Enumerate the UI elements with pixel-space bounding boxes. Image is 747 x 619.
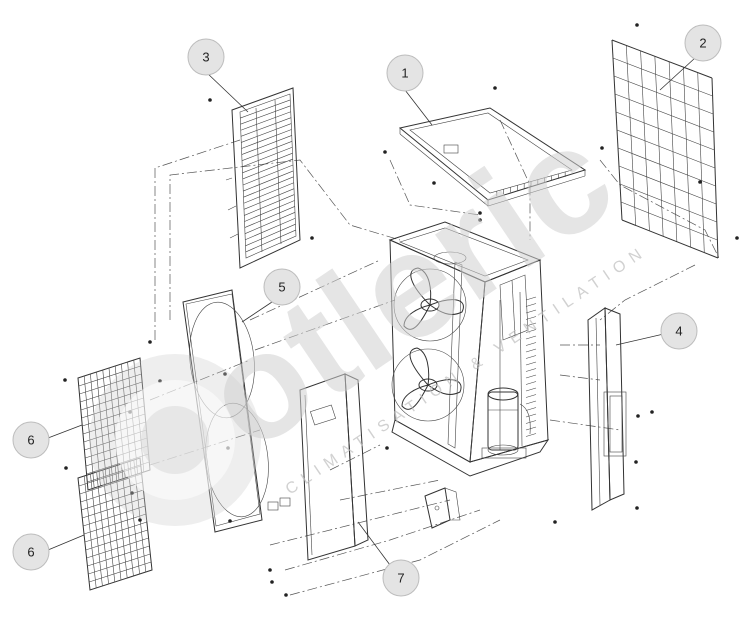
service-side-panel [587, 307, 627, 511]
screw [228, 519, 232, 523]
callout-4: 4 [660, 312, 698, 350]
screw [284, 593, 288, 597]
callout-7: 7 [382, 559, 420, 597]
callout-2: 2 [684, 24, 722, 62]
screw [130, 491, 134, 495]
screw [138, 518, 142, 522]
screw [635, 23, 639, 27]
screw [268, 568, 272, 572]
screw [383, 150, 387, 154]
screw [64, 466, 68, 470]
callout-label: 6 [27, 545, 34, 560]
screw [600, 146, 604, 150]
screw [553, 520, 557, 524]
screw [478, 218, 482, 222]
screw [148, 340, 152, 344]
screw [634, 460, 638, 464]
side-grille-panel [225, 87, 301, 269]
callout-1: 1 [386, 54, 424, 92]
leader-lines [47, 57, 696, 566]
callout-6-lower: 6 [12, 533, 50, 571]
screw [650, 410, 654, 414]
callout-label: 6 [27, 433, 34, 448]
screw [432, 181, 436, 185]
screw [63, 378, 67, 382]
screw [493, 86, 497, 90]
callout-label: 4 [675, 324, 682, 339]
callout-6-upper: 6 [12, 421, 50, 459]
screw [698, 180, 702, 184]
front-closing-panel [299, 373, 369, 561]
callout-5: 5 [263, 268, 301, 306]
callout-label: 2 [699, 36, 706, 51]
screw [310, 236, 314, 240]
wire-mesh-guard [611, 39, 719, 259]
screw [223, 372, 227, 376]
callout-label: 1 [401, 66, 408, 81]
compressor [481, 387, 531, 459]
screw [636, 414, 640, 418]
callout-label: 5 [278, 280, 285, 295]
callout-label: 7 [397, 571, 404, 586]
mounting-bracket [424, 487, 461, 529]
screw [270, 580, 274, 584]
small-clip [267, 497, 291, 511]
watermark: otleric CLIMATISATION & VENTILATION [89, 91, 651, 526]
screw [635, 506, 639, 510]
screw [208, 98, 212, 102]
screw [478, 211, 482, 215]
control-box [499, 274, 529, 341]
screw [735, 236, 739, 240]
callout-3: 3 [187, 38, 225, 76]
callout-label: 3 [202, 50, 209, 65]
fan-upper [393, 267, 467, 342]
screw [385, 446, 389, 450]
top-cover-frame [398, 107, 587, 207]
unit-chassis [388, 221, 550, 477]
fan-lower [391, 347, 465, 422]
